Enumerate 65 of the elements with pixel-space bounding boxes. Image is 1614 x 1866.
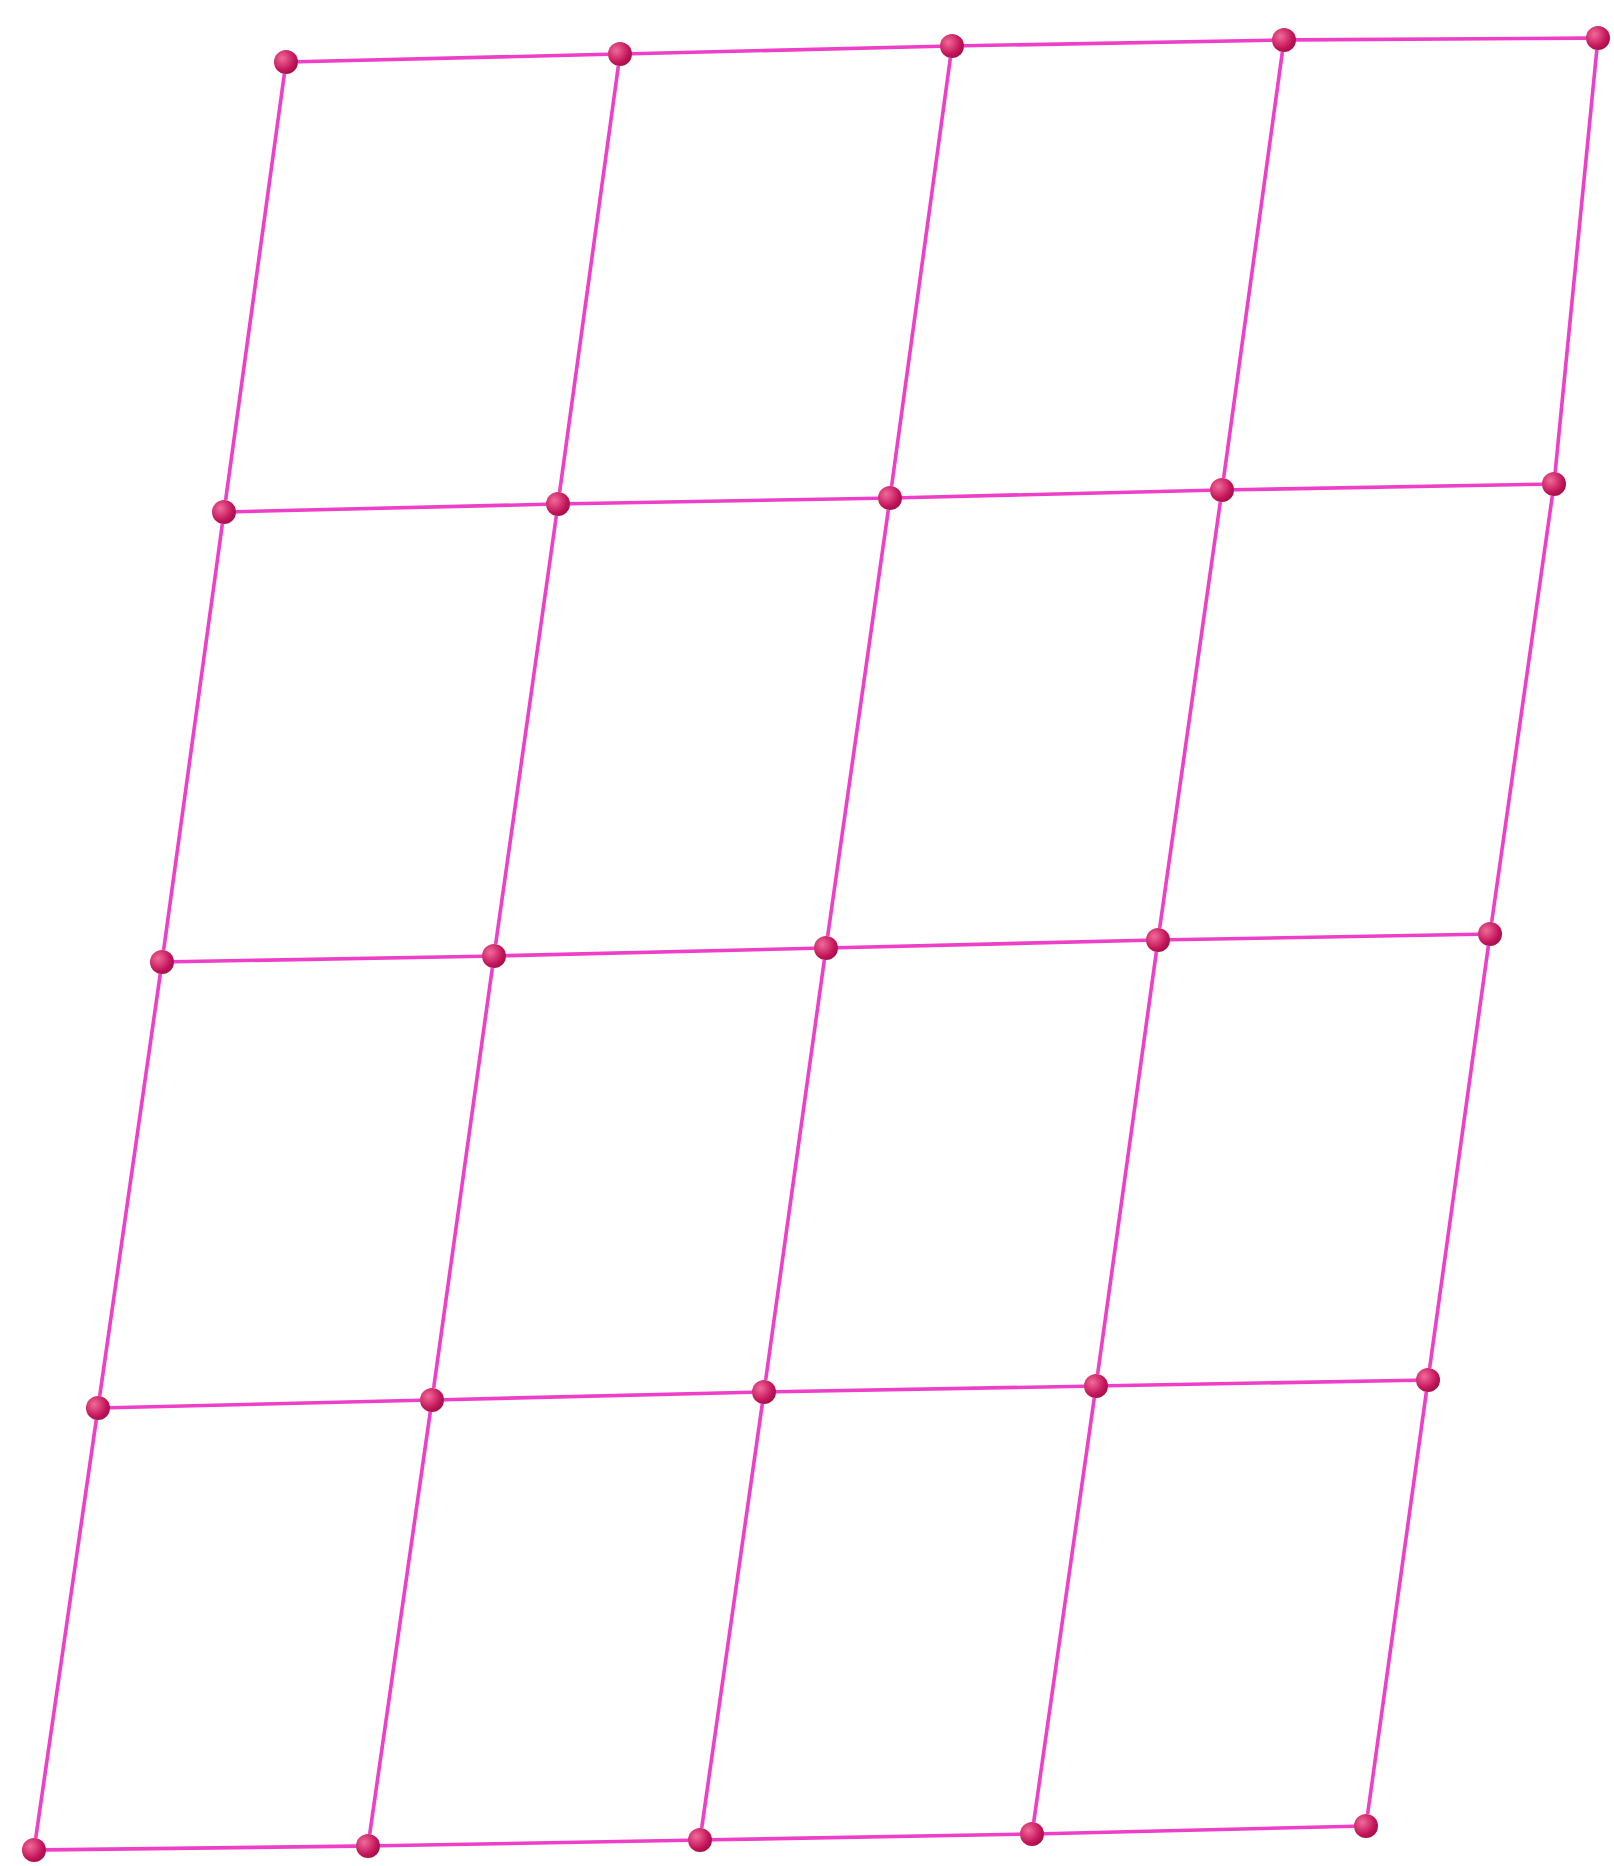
connector-line: [1031, 1397, 1097, 1823]
sphere-node: [878, 486, 902, 510]
sphere-node: [212, 500, 236, 524]
sphere-node: [1542, 472, 1566, 496]
connector-line: [711, 1832, 1021, 1842]
connector-line: [1221, 51, 1285, 479]
sphere-node: [22, 1838, 46, 1862]
connector-line: [235, 502, 547, 514]
sphere-node: [274, 50, 298, 74]
sphere-node: [1272, 28, 1296, 52]
connector-line: [699, 1403, 765, 1829]
sphere-node: [150, 950, 174, 974]
sphere-node: [688, 1828, 712, 1852]
connector-line: [431, 967, 495, 1389]
sphere-node: [1586, 26, 1610, 50]
connector-line: [45, 1844, 357, 1852]
connector-line: [379, 1838, 689, 1848]
sphere-node: [1416, 1368, 1440, 1392]
connector-line: [1365, 1391, 1429, 1815]
connector-line: [493, 515, 559, 945]
connector-line: [889, 57, 953, 487]
sphere-node: [546, 492, 570, 516]
connector-line: [1296, 36, 1586, 42]
connector-line: [505, 946, 815, 958]
sphere-node: [86, 1396, 110, 1420]
connector-line: [1233, 482, 1543, 492]
connector-line: [1095, 951, 1159, 1375]
sphere-node: [1020, 1822, 1044, 1846]
connector-line: [367, 1411, 433, 1835]
connector-line: [775, 1384, 1085, 1394]
connector-line: [1157, 501, 1223, 929]
connector-line: [297, 52, 609, 64]
connector-line: [1043, 1824, 1355, 1836]
connector-line: [443, 1390, 753, 1402]
sphere-node: [482, 944, 506, 968]
sphere-node: [752, 1380, 776, 1404]
connector-line: [837, 938, 1147, 950]
connector-line: [963, 38, 1273, 48]
connector-line: [33, 1419, 99, 1839]
sphere-node: [1146, 928, 1170, 952]
sphere-node: [356, 1834, 380, 1858]
connector-line: [763, 959, 827, 1381]
connector-line: [557, 65, 621, 493]
connector-line: [223, 73, 287, 501]
connector-line: [901, 488, 1211, 500]
sphere-node: [608, 42, 632, 66]
sphere-node: [1210, 478, 1234, 502]
connector-line: [161, 523, 225, 951]
connector-line: [1107, 1378, 1417, 1388]
sphere-node: [1084, 1374, 1108, 1398]
connector-line: [1553, 49, 1599, 473]
sphere-node: [1354, 1814, 1378, 1838]
connector-line: [1489, 495, 1555, 923]
connector-line: [1427, 945, 1491, 1369]
connector-line: [97, 973, 163, 1397]
connector-line: [631, 44, 941, 56]
sphere-node: [420, 1388, 444, 1412]
sphere-node: [940, 34, 964, 58]
connector-line: [109, 1398, 421, 1410]
connector-line: [569, 496, 879, 506]
sphere-node: [1478, 922, 1502, 946]
connector-line: [173, 954, 483, 964]
connector-line: [1169, 932, 1479, 942]
sphere-node: [814, 936, 838, 960]
connector-line: [825, 509, 891, 937]
